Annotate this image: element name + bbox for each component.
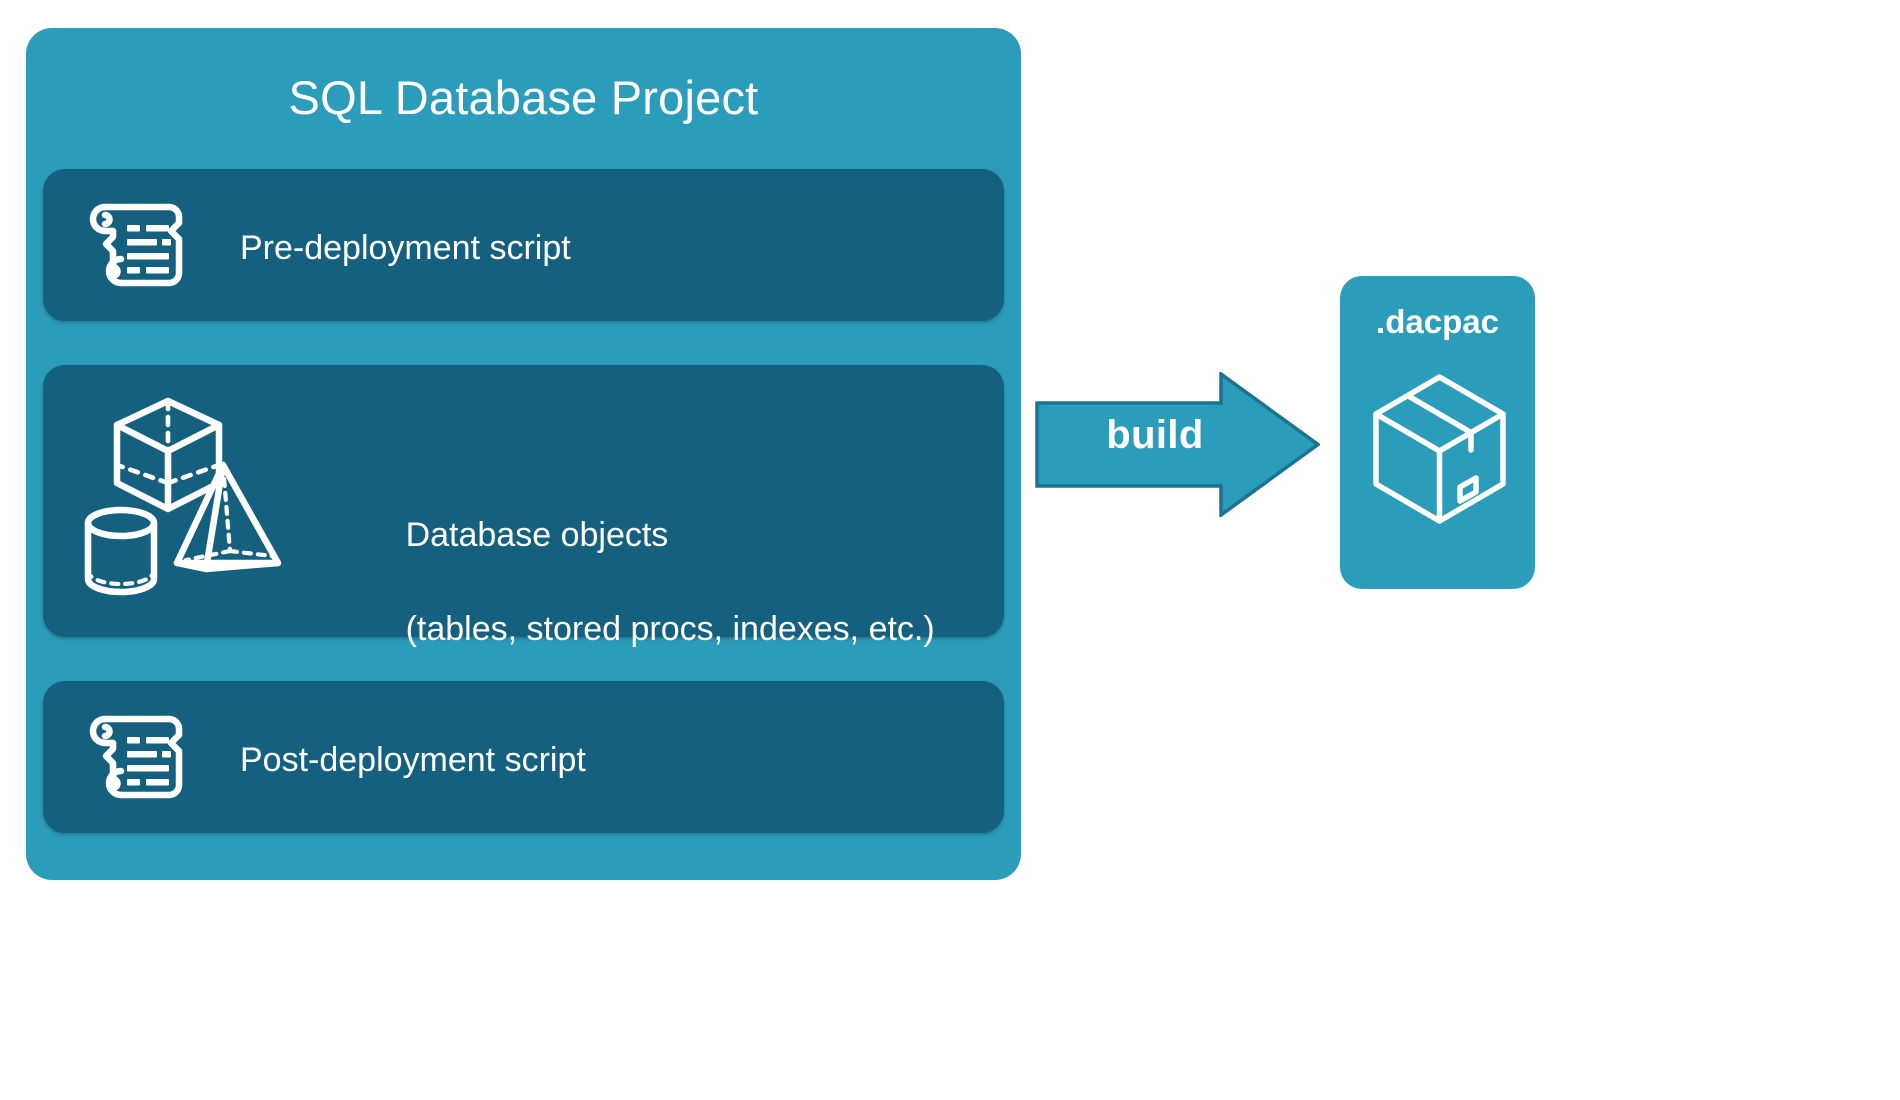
card-label-database-objects: Database objects (tables, stored procs, …	[330, 465, 935, 700]
build-arrow-icon	[1035, 372, 1320, 517]
card-label-pre-deployment: Pre-deployment script	[240, 229, 571, 267]
cylinder-icon	[84, 506, 158, 596]
cylinder-hidden-edge	[85, 568, 157, 587]
card-post-deployment-script: Post-deployment script	[43, 681, 1004, 833]
project-title: SQL Database Project	[288, 71, 759, 124]
package-box-icon	[1373, 374, 1506, 524]
dacpac-output-card: .dacpac	[1340, 276, 1535, 589]
dacpac-title: .dacpac	[1376, 303, 1499, 340]
card-pre-deployment-script: Pre-deployment script	[43, 169, 1004, 321]
pyramid-hidden-edges	[183, 462, 275, 563]
database-objects-line1: Database objects	[405, 515, 669, 554]
sql-database-project-container: SQL Database Project	[26, 28, 1021, 880]
cube-hidden-edges	[114, 398, 222, 486]
scroll-lines	[127, 225, 171, 274]
scroll-icon	[89, 715, 183, 799]
database-objects-line2: (tables, stored procs, indexes, etc.)	[405, 609, 935, 648]
card-database-objects: Database objects (tables, stored procs, …	[43, 365, 1004, 648]
card-label-post-deployment: Post-deployment script	[240, 741, 586, 779]
scroll-lines	[127, 737, 171, 786]
build-arrow-label: build	[1106, 413, 1204, 457]
pyramid-icon	[173, 461, 282, 573]
scroll-icon	[89, 203, 183, 287]
database-shapes-icon-group	[84, 397, 282, 596]
